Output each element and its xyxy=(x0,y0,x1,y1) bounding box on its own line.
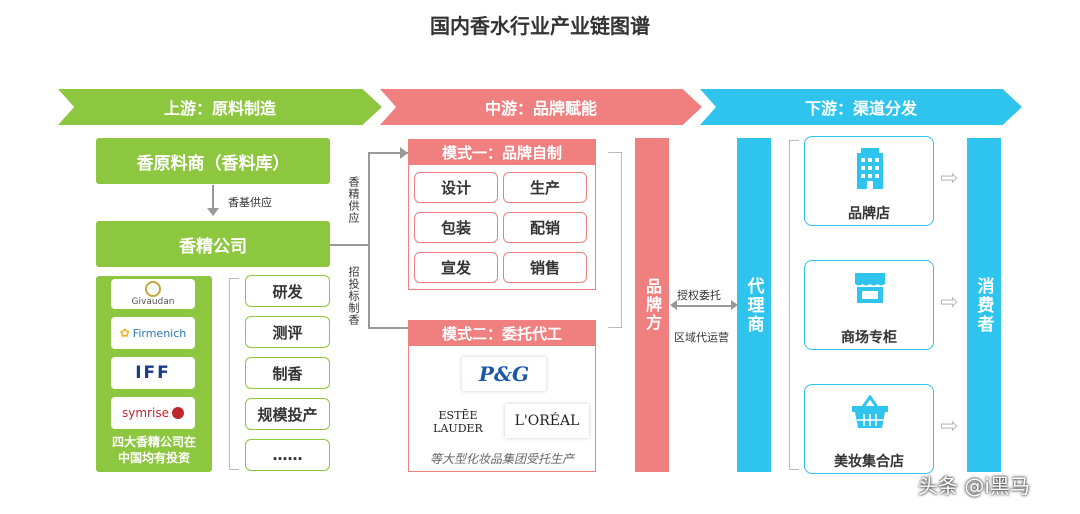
connector-to-mode1 xyxy=(368,152,408,154)
channel-beauty-store: 美妆集合店 xyxy=(804,384,934,474)
connector-to-mode2 xyxy=(368,327,408,329)
estee-lauder-logo-text: ESTĒE LAUDER xyxy=(433,409,483,435)
bidding-vertical-label: 招投标制香 xyxy=(347,266,360,326)
midstream-band: 中游：品牌赋能 xyxy=(380,89,702,125)
supply-vertical-label: 香精供应 xyxy=(347,176,360,224)
pg-logo-text: P&G xyxy=(478,362,530,386)
service-research: 研发 xyxy=(245,275,330,307)
upstream-band: 上游：原料制造 xyxy=(58,89,382,125)
double-arrow-line xyxy=(672,305,734,307)
flavor-company-box: 香精公司 xyxy=(96,221,330,267)
supply-arrow-line xyxy=(212,185,214,213)
mode1-marketing: 宣发 xyxy=(414,252,498,283)
iff-logo: IFF xyxy=(111,357,195,389)
consumer-column: 消费者 xyxy=(967,138,1001,472)
storefront-icon xyxy=(853,271,887,305)
connector-main xyxy=(330,244,368,246)
downstream-band-label: 下游：渠道分发 xyxy=(804,99,917,118)
symrise-logo: symrise xyxy=(111,397,195,429)
watermark: 头条 @i黑马 xyxy=(918,474,1030,498)
givaudan-logo-text: Givaudan xyxy=(131,297,175,307)
mode2-caption: 等大型化妆品集团受托生产 xyxy=(429,452,574,466)
givaudan-emblem-icon xyxy=(144,281,161,297)
service-testing: 测评 xyxy=(245,316,330,348)
mode1-title: 模式一：品牌自制 xyxy=(408,139,596,165)
upstream-band-label: 上游：原料制造 xyxy=(163,99,276,118)
mode1-packaging: 包装 xyxy=(414,212,498,243)
arrow-outline-icon: ⇨ xyxy=(940,414,959,439)
channels-brace xyxy=(789,140,799,470)
agent-column: 代理商 xyxy=(737,138,771,472)
channel-mall-counter-label: 商场专柜 xyxy=(841,330,897,346)
channel-beauty-store-label: 美妆集合店 xyxy=(834,454,904,470)
page-title: 国内香水行业产业链图谱 xyxy=(430,14,650,38)
firmenich-emblem-icon: ✿ xyxy=(119,326,130,340)
downstream-band: 下游：渠道分发 xyxy=(700,89,1022,125)
authorize-label: 授权委托 xyxy=(677,289,721,302)
base-supply-label: 香基供应 xyxy=(228,196,272,209)
mode2-title: 模式二：委托代工 xyxy=(408,320,596,346)
mode1-design: 设计 xyxy=(414,172,498,203)
symrise-logo-text: symrise xyxy=(122,406,169,420)
building-icon xyxy=(855,147,885,189)
firmenich-logo-text: Firmenich xyxy=(132,326,187,340)
raw-supplier-box: 香原料商（香料库） xyxy=(96,138,330,184)
firmenich-logo: ✿ Firmenich xyxy=(111,317,195,349)
brand-party-column: 品牌方 xyxy=(635,138,669,472)
modes-bracket xyxy=(608,152,622,328)
service-fragrance-making: 制香 xyxy=(245,357,330,389)
channel-mall-counter: 商场专柜 xyxy=(804,260,934,350)
connector-to-mode1-arrow xyxy=(400,147,408,159)
iff-logo-text: IFF xyxy=(135,363,171,383)
double-arrow-left-head xyxy=(670,300,677,310)
services-brace xyxy=(229,278,239,470)
connector-vertical xyxy=(368,152,370,328)
service-more: …… xyxy=(245,439,330,471)
loreal-logo-text: L'ORÉAL xyxy=(514,413,580,429)
pg-logo: P&G xyxy=(462,357,546,391)
logos-caption: 四大香精公司在 中国均有投资 xyxy=(96,434,212,466)
channel-brand-store-label: 品牌店 xyxy=(848,206,890,222)
loreal-logo: L'ORÉAL xyxy=(505,404,589,438)
midstream-band-label: 中游：品牌赋能 xyxy=(484,99,597,118)
logos-caption-line1: 四大香精公司在 xyxy=(111,435,196,449)
mode1-sales: 销售 xyxy=(503,252,587,283)
arrow-outline-icon: ⇨ xyxy=(940,166,959,191)
arrow-outline-icon: ⇨ xyxy=(940,290,959,315)
double-arrow-right-head xyxy=(731,300,738,310)
service-mass-production: 规模投产 xyxy=(245,398,330,430)
givaudan-logo: Givaudan xyxy=(111,279,195,309)
symrise-emblem-icon xyxy=(171,407,184,419)
mode1-production: 生产 xyxy=(503,172,587,203)
mode1-distribution: 配销 xyxy=(503,212,587,243)
supply-arrow-head xyxy=(207,208,219,216)
regional-label: 区域代运营 xyxy=(674,331,729,344)
shopping-basket-icon xyxy=(851,394,889,429)
logos-caption-line2: 中国均有投资 xyxy=(117,451,190,465)
estee-lauder-logo: ESTĒE LAUDER xyxy=(415,404,501,440)
channel-brand-store: 品牌店 xyxy=(804,136,934,226)
